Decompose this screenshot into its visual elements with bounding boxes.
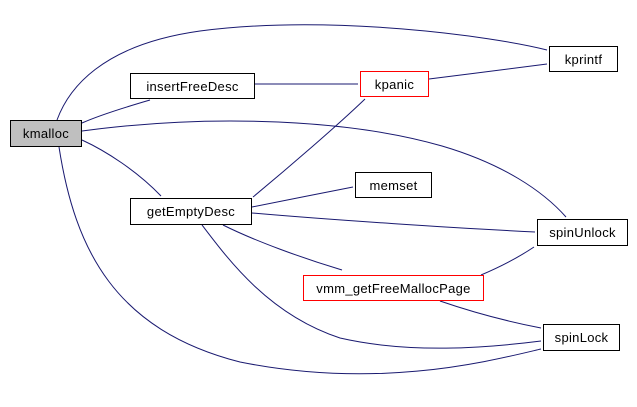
call-edge-getEmptyDesc-to-spinLock	[201, 224, 542, 349]
call-edge-vmm_getFreeMallocPage-to-spinLock	[439, 300, 542, 329]
graph-node-label: kprintf	[564, 51, 603, 67]
graph-node-label: kmalloc	[22, 126, 70, 141]
call-edge-getEmptyDesc-to-kpanic	[252, 98, 366, 198]
graph-node-kmalloc: kmalloc	[10, 120, 82, 147]
graph-node-label: memset	[369, 177, 418, 193]
call-edge-kmalloc-to-spinUnlock	[81, 120, 567, 218]
call-edge-getEmptyDesc-to-spinUnlock	[251, 212, 536, 233]
call-edge-kmalloc-to-insertFreeDesc	[81, 99, 151, 124]
graph-node-memset[interactable]: memset	[355, 172, 432, 198]
call-edge-kmalloc-to-getEmptyDesc	[81, 139, 162, 197]
graph-node-label: vmm_getFreeMallocPage	[316, 280, 471, 296]
call-edge-vmm_getFreeMallocPage-to-spinUnlock	[480, 246, 535, 276]
call-edge-getEmptyDesc-to-vmm_getFreeMallocPage	[222, 224, 343, 271]
graph-node-insertFreeDesc[interactable]: insertFreeDesc	[130, 73, 255, 99]
graph-node-spinLock[interactable]: spinLock	[543, 324, 620, 351]
graph-node-getEmptyDesc[interactable]: getEmptyDesc	[130, 198, 252, 225]
graph-node-label: insertFreeDesc	[146, 78, 239, 94]
graph-node-kpanic[interactable]: kpanic	[360, 71, 429, 97]
graph-node-vmm_getFreeMallocPage[interactable]: vmm_getFreeMallocPage	[303, 275, 484, 301]
call-edge-getEmptyDesc-to-memset	[251, 186, 354, 208]
call-edge-kmalloc-to-kprintf	[56, 24, 548, 121]
graph-node-label: spinUnlock	[549, 225, 616, 240]
graph-node-spinUnlock[interactable]: spinUnlock	[537, 219, 628, 246]
graph-node-label: kpanic	[374, 76, 415, 92]
graph-node-kprintf[interactable]: kprintf	[549, 46, 618, 72]
call-edge-kmalloc-to-spinLock	[58, 146, 542, 375]
call-edge-kpanic-to-kprintf	[428, 63, 548, 80]
graph-node-label: getEmptyDesc	[146, 204, 236, 219]
graph-node-label: spinLock	[554, 330, 609, 345]
